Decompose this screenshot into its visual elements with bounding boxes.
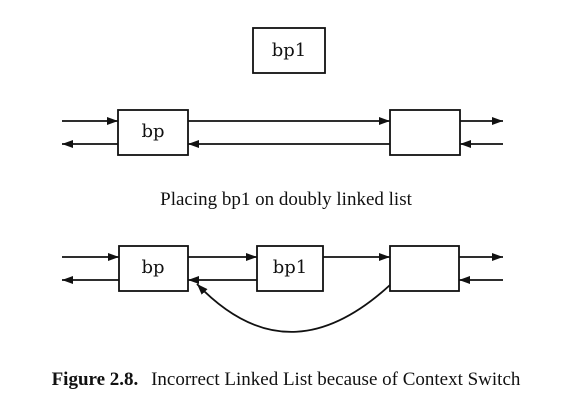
top-diagram: bp1 bp Placing bp1 on doubly linked list (62, 27, 503, 210)
bottom-diagram: bp bp1 (62, 245, 503, 333)
top-node-bp: bp (117, 109, 189, 156)
bottom-next-node-box (389, 245, 460, 292)
top-next-node-box (389, 109, 461, 156)
top-new-node-label: bp1 (272, 40, 307, 61)
bottom-node-label: bp (141, 257, 164, 278)
figure-label: Figure 2.8. (52, 369, 139, 390)
figure-caption-text: Incorrect Linked List because of Context… (151, 369, 521, 390)
bottom-node-bp: bp (118, 245, 189, 292)
bottom-incorrect-back-pointer-arrow (196, 283, 391, 333)
top-new-node-bp1: bp1 (252, 27, 326, 74)
bottom-new-node-box (256, 245, 324, 292)
top-diagram-caption: Placing bp1 on doubly linked list (160, 189, 412, 210)
bottom-new-node-label: bp1 (273, 257, 308, 278)
figure-caption: Figure 2.8. Incorrect Linked List becaus… (52, 369, 521, 390)
top-node-label: bp (141, 121, 164, 142)
top-new-node-box (252, 27, 326, 74)
top-node-box (117, 109, 189, 156)
bottom-node-box (118, 245, 189, 292)
bottom-new-node-bp1: bp1 (256, 245, 324, 292)
